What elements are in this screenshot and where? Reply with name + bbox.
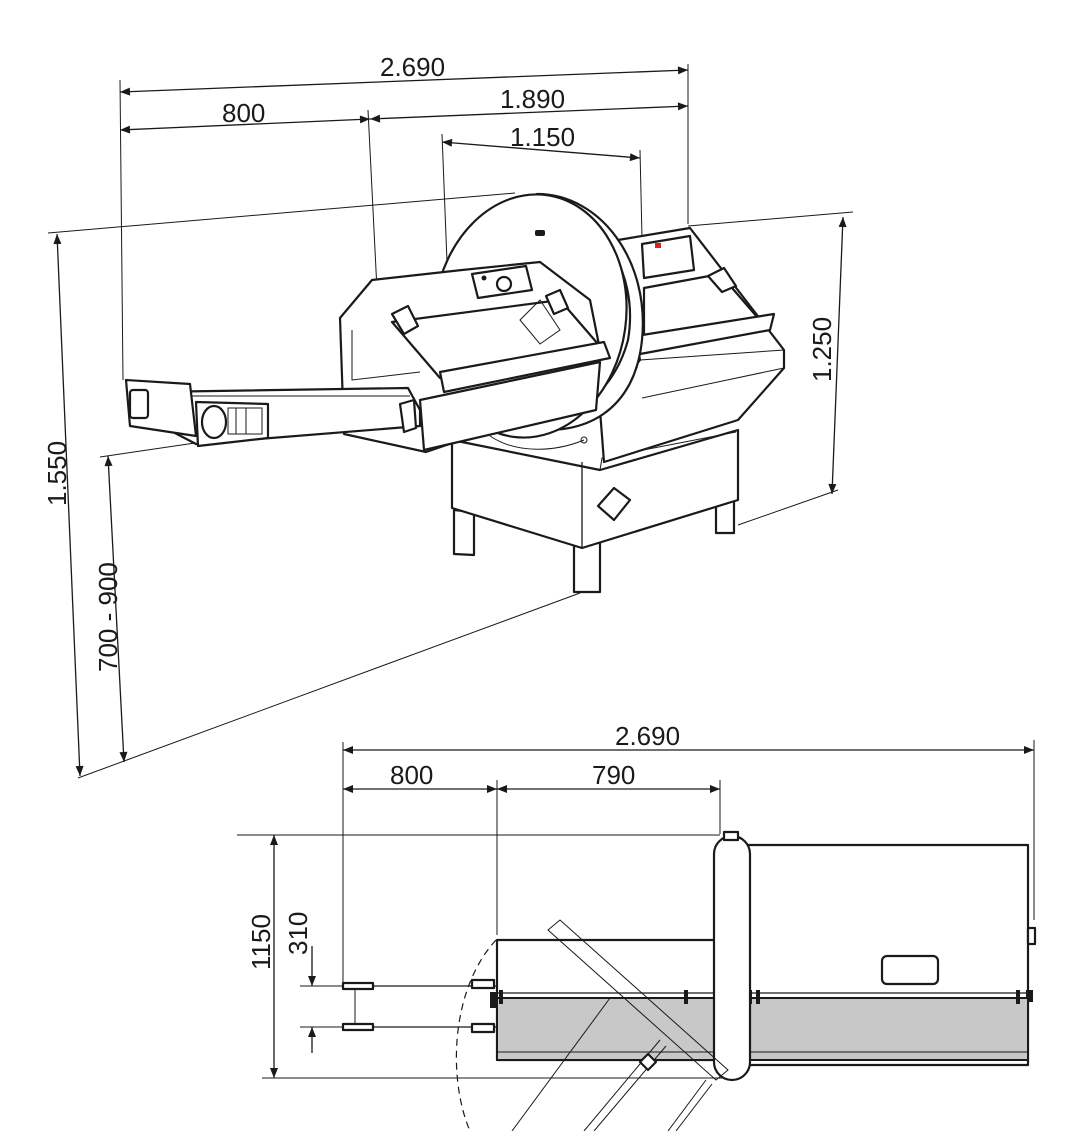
control-screen: [640, 234, 696, 280]
dim-total-length-top: 2.690: [615, 721, 680, 751]
leg-front: [572, 540, 602, 594]
control-knob: [495, 275, 513, 293]
feeder-arm-top: [341, 978, 497, 1034]
center-handle: [544, 288, 570, 316]
leg-left: [452, 508, 476, 557]
left-tray-rail: [438, 340, 612, 394]
dim-blade-span-3d: 1.150: [510, 122, 575, 152]
dim-total-height-3d: 1.550: [42, 441, 72, 506]
logo-emblem: [596, 486, 632, 522]
swing-arc: [455, 939, 497, 1131]
extension-lines-top: [237, 740, 1035, 1079]
base-cabinet: [450, 428, 740, 550]
dimension-lines-perspective: [53, 66, 847, 777]
display-window: [880, 954, 940, 986]
cover-knob: [535, 230, 545, 236]
slicer-machine-perspective: [124, 192, 786, 594]
slicer-machine-top: [341, 830, 1037, 1131]
right-handle: [706, 266, 738, 294]
indicator-light: [655, 243, 661, 248]
conveyor-tray: [496, 997, 1029, 1061]
dimension-lines-top: [270, 746, 1034, 1078]
dim-depth-top: 1150: [246, 914, 276, 970]
dim-offset-top: 310: [283, 912, 313, 955]
dim-feeder-length-3d: 800: [222, 98, 265, 128]
dim-table-height-3d: 700 - 900: [93, 562, 123, 672]
dim-feeder-length-top: 800: [390, 760, 433, 790]
dim-machine-length-3d: 1.890: [500, 84, 565, 114]
blade-housing-top: [712, 834, 752, 1082]
dim-total-length-3d: 2.690: [380, 52, 445, 82]
dim-section-length-top: 790: [592, 760, 635, 790]
top-view: 2.690 800 790 1150 310: [237, 721, 1037, 1131]
perspective-view: 2.690 800 1.890 1.150 1.550 1.250 700 - …: [42, 52, 854, 779]
swung-feeder-arm: [511, 919, 729, 1131]
left-tray-front: [418, 360, 602, 452]
dim-machine-height-3d: 1.250: [807, 317, 837, 382]
left-handle: [390, 304, 420, 336]
